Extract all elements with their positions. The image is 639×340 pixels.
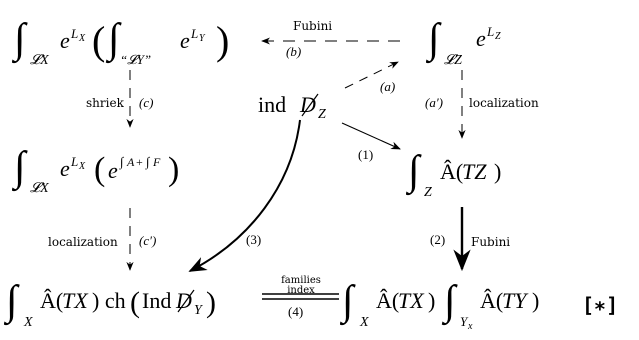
arrow-1 xyxy=(341,122,401,150)
label-b: (b) xyxy=(286,44,302,59)
svg-text:): ) xyxy=(532,288,539,313)
label-shriek: shriek xyxy=(86,96,124,110)
node-center: ind D Z xyxy=(258,88,368,132)
svg-text:∫: ∫ xyxy=(406,148,422,196)
svg-text:): ) xyxy=(494,159,501,184)
node-mid-left: ∫ 𝓛X e L X ( e ∫ A + ∫ F ) xyxy=(11,138,242,206)
svg-text:TZ: TZ xyxy=(462,159,487,184)
label-index: index xyxy=(287,285,315,296)
node-bottom-left: ∫ X Â( TX ) ch ( Ind D Y ) xyxy=(3,270,259,340)
svg-text:+: + xyxy=(136,155,143,169)
svg-text:∫: ∫ xyxy=(145,154,151,170)
label-families: families xyxy=(281,275,321,286)
svg-text:e: e xyxy=(108,158,118,183)
label-c: (c) xyxy=(139,95,154,110)
svg-text:TX: TX xyxy=(62,288,89,313)
svg-text:D: D xyxy=(299,92,316,117)
svg-text:Â(: Â( xyxy=(40,288,63,313)
svg-text:e: e xyxy=(60,28,70,53)
node-top-right: ∫ 𝓛Z e L Z xyxy=(425,12,526,76)
label-fubini-right: Fubini xyxy=(471,235,511,249)
svg-text:X: X xyxy=(359,315,369,330)
label-c-prime: (c′) xyxy=(139,233,157,248)
svg-text:∫: ∫ xyxy=(340,278,356,326)
node-bottom-left-formula: ∫ X Â( TX ) ch ( Ind D Y ) xyxy=(3,278,216,330)
svg-text:): ) xyxy=(216,18,229,63)
svg-text:L: L xyxy=(190,26,198,41)
svg-text:∫: ∫ xyxy=(12,16,28,64)
svg-text:D: D xyxy=(175,288,192,313)
svg-text:e: e xyxy=(476,26,486,51)
svg-text:) ch: ) ch xyxy=(92,288,126,313)
label-3: (3) xyxy=(246,232,262,247)
svg-text:Â(: Â( xyxy=(480,288,503,313)
svg-text:(: ( xyxy=(92,18,105,63)
svg-text:Â(: Â( xyxy=(376,288,399,313)
arrow-3 xyxy=(188,119,301,272)
svg-text:∫: ∫ xyxy=(441,278,458,326)
svg-text:X: X xyxy=(78,161,86,172)
svg-text:Ind: Ind xyxy=(142,288,171,313)
svg-text:Y: Y xyxy=(194,303,204,318)
svg-text:L: L xyxy=(486,24,494,39)
node-top-right-formula: ∫ 𝓛Z e L Z xyxy=(425,16,501,68)
svg-text:): ) xyxy=(206,286,216,319)
svg-text:∫: ∫ xyxy=(105,16,122,64)
label-localization-left: localization xyxy=(48,235,118,249)
svg-text:Y: Y xyxy=(199,33,206,44)
svg-text:L: L xyxy=(70,26,78,41)
node-mid-right-formula: ∫ Z Â( TZ ) xyxy=(405,148,501,200)
svg-text:𝓛Z: 𝓛Z xyxy=(444,53,462,68)
svg-text:L: L xyxy=(70,154,78,169)
node-mid-left-formula: ∫ 𝓛X e L X ( e ∫ A + ∫ F ) xyxy=(11,144,179,196)
label-1: (1) xyxy=(358,147,374,162)
label-2: (2) xyxy=(430,232,446,247)
arrow-a xyxy=(344,61,399,89)
svg-text:Y: Y xyxy=(460,314,469,329)
svg-text:TX: TX xyxy=(398,288,425,313)
svg-text:e: e xyxy=(180,28,190,53)
svg-text:(: ( xyxy=(94,151,105,188)
svg-text:X: X xyxy=(78,33,86,44)
node-center-formula: ind D Z xyxy=(258,92,326,122)
svg-text:𝓛X: 𝓛X xyxy=(30,181,49,196)
svg-text:𝓛X: 𝓛X xyxy=(30,53,49,68)
svg-text:∫: ∫ xyxy=(4,278,20,326)
svg-text:): ) xyxy=(428,288,435,313)
svg-text:Z: Z xyxy=(495,31,501,42)
svg-text:): ) xyxy=(168,151,179,188)
node-mid-right: ∫ Z Â( TZ ) xyxy=(405,144,536,208)
svg-text:F: F xyxy=(152,155,161,169)
label-star: [∗] xyxy=(582,293,619,317)
label-a-prime: (a′) xyxy=(425,95,444,110)
node-top-left-formula: ∫ 𝓛X e L X ( ∫ “𝓛Y” e L Y ) xyxy=(11,16,229,68)
label-localization-right: localization xyxy=(469,96,539,110)
svg-text:(: ( xyxy=(130,286,140,319)
svg-text:e: e xyxy=(60,156,70,181)
svg-text:∫: ∫ xyxy=(426,16,442,64)
svg-text:Â(: Â( xyxy=(440,159,463,184)
label-a: (a) xyxy=(380,79,396,94)
svg-text:X: X xyxy=(23,315,33,330)
svg-text:“𝓛Y”: “𝓛Y” xyxy=(120,52,151,67)
node-bottom-right: ∫ X Â( TX ) ∫ Y x Â( TY ) xyxy=(339,270,570,340)
svg-text:TY: TY xyxy=(502,288,529,313)
label-4: (4) xyxy=(288,304,304,319)
label-fubini-top: Fubini xyxy=(293,19,333,33)
svg-text:∫: ∫ xyxy=(12,144,28,192)
node-bottom-right-formula: ∫ X Â( TX ) ∫ Y x Â( TY ) xyxy=(339,278,539,332)
svg-text:Z: Z xyxy=(318,107,326,122)
svg-text:ind: ind xyxy=(258,92,286,117)
svg-text:x: x xyxy=(467,321,473,332)
svg-text:Z: Z xyxy=(424,185,432,200)
node-top-left: ∫ 𝓛X e L X ( ∫ “𝓛Y” e L Y ) xyxy=(11,12,262,68)
svg-text:A: A xyxy=(126,155,135,169)
svg-text:∫: ∫ xyxy=(119,154,125,170)
